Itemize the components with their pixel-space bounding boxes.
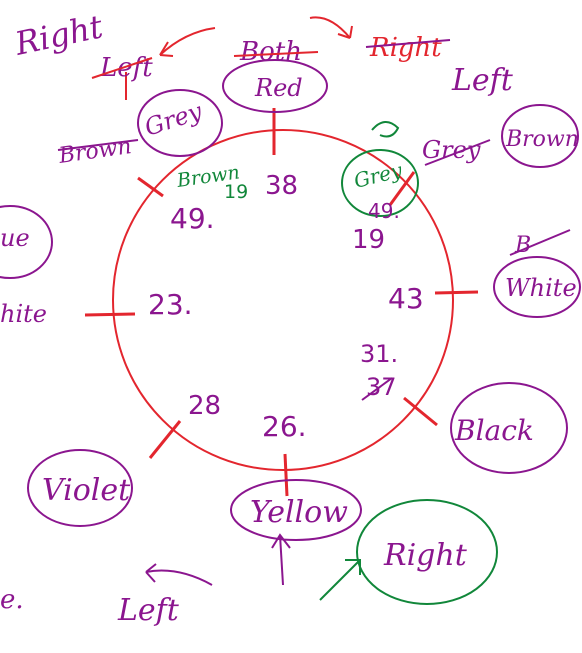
num-23: 23.: [148, 288, 193, 321]
tick-left: [84, 312, 136, 317]
right-bottom-oval: [356, 499, 498, 605]
word-grey-inside: Grey: [351, 158, 405, 193]
word-blue-partial: ue: [0, 224, 30, 252]
arrow-right-bottom: [319, 559, 361, 601]
word-brown-top-right: Brown: [505, 127, 579, 152]
tick-bottom: [283, 453, 289, 497]
word-white: White: [505, 274, 577, 302]
word-b-struck: B: [514, 233, 531, 258]
white-oval: [493, 256, 581, 318]
green-scribble-top: [371, 121, 400, 138]
num-49-right: 49.: [368, 199, 400, 223]
green-scribbles: [371, 121, 400, 138]
strike-both: [233, 51, 319, 57]
strike-left: [91, 57, 153, 79]
arrow-right-curve: [309, 16, 351, 39]
top-arrows: [125, 16, 353, 100]
arrow-left-head: [159, 41, 174, 57]
tick-right: [434, 290, 479, 295]
tick-bottom-right: [403, 396, 438, 427]
label-left-top-right: Left: [451, 63, 514, 98]
violet-oval: [27, 449, 133, 527]
label-left-bottom: Left: [117, 593, 180, 628]
seating-circle: [112, 129, 454, 471]
num-31: 31.: [360, 340, 398, 368]
grey-inside-oval: [341, 149, 419, 217]
black-oval: [450, 382, 568, 474]
bottom-arrows: [145, 533, 291, 586]
green-ovals: [341, 149, 498, 605]
strike-grey: [424, 139, 491, 166]
strike-brown: [57, 139, 139, 151]
grey-top-left-oval: [137, 89, 223, 157]
label-right-struck: Right: [369, 33, 442, 63]
green-arrow: [319, 559, 361, 601]
blue-partial-oval: [0, 205, 53, 279]
tick-top-right: [388, 171, 416, 206]
num-19-right: 19: [352, 225, 385, 255]
word-black: Black: [454, 414, 534, 447]
brown-top-right-oval: [501, 104, 579, 168]
label-left-struck: Left: [99, 53, 153, 83]
strike-right: [365, 39, 451, 48]
num-28: 28: [188, 391, 221, 421]
num-49-left: 49.: [170, 202, 215, 235]
word-violet: Violet: [42, 473, 131, 508]
word-yellow: Yellow: [250, 495, 348, 530]
red-oval: [222, 59, 328, 113]
word-white-partial: hite: [0, 300, 47, 328]
num-19-top: 19: [224, 181, 248, 203]
strike-37: [361, 377, 393, 401]
arrow-right-head: [337, 25, 353, 39]
word-grey-struck: Grey: [422, 136, 481, 164]
seat-ticks: [84, 108, 479, 497]
label-both-struck: Both: [239, 37, 302, 67]
num-38: 38: [265, 171, 298, 201]
arrow-left-bottom: [145, 563, 213, 586]
word-red: Red: [254, 74, 303, 102]
strike-b: [509, 229, 571, 256]
purple-ovals: [0, 59, 581, 541]
tick-top-left: [137, 176, 164, 198]
label-right-top-left: Right: [11, 7, 106, 63]
num-26: 26.: [262, 410, 307, 443]
yellow-oval: [230, 479, 362, 541]
word-grey-top-left: Grey: [141, 97, 206, 142]
arrow-left-curve: [159, 27, 216, 56]
edge-partial: e.: [0, 585, 24, 615]
label-right-bottom: Right: [383, 538, 468, 573]
tick-bottom-left: [148, 420, 182, 459]
word-brown-struck: Brown: [56, 134, 133, 169]
arrow-up-yellow: [271, 533, 291, 586]
num-43: 43: [388, 282, 424, 315]
